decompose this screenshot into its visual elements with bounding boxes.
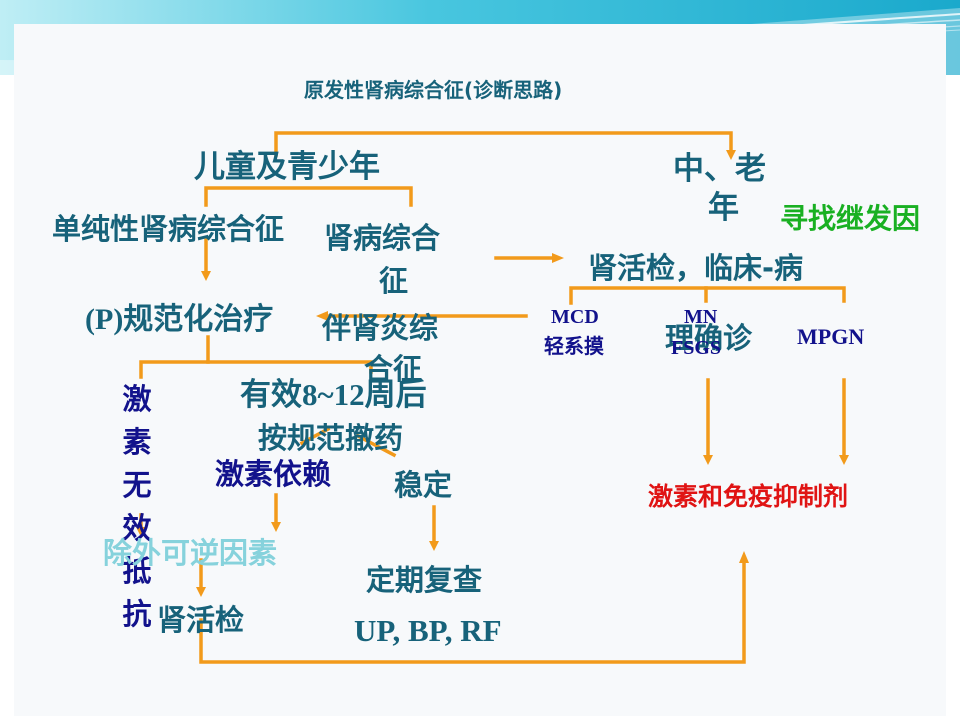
node-find-secondary: 寻找继发因 [780, 202, 921, 235]
steroid-resistant-char: 素 [122, 425, 152, 459]
node-pure-ns: 单纯性肾病综合征 [52, 212, 285, 246]
node-steroid-immunosuppressant: 激素和免疫抑制剂 [648, 482, 849, 511]
node-children-teens: 儿童及青少年 [194, 149, 380, 185]
node-mcd-sub: 轻系摸 [544, 334, 604, 358]
diagram-title: 原发性肾病综合征(诊断思路) [304, 78, 563, 102]
node-mpgn: MPGN [797, 324, 865, 349]
steroid-resistant-char: 激 [122, 382, 152, 416]
steroid-resistant-char: 效 [122, 511, 152, 545]
node-p-standard: (P)规范化治疗 [85, 303, 274, 336]
node-stable: 稳定 [394, 468, 453, 502]
steroid-resistant-char: 抵 [122, 554, 152, 588]
node-ns-nephritis-4: 合征 [364, 352, 423, 386]
steroid-resistant-char: 抗 [122, 597, 152, 631]
node-kidney-biopsy: 肾活检 [157, 603, 245, 637]
node-ns-nephritis-1: 肾病综合 [324, 221, 441, 255]
node-exclude-reversible: 除外可逆因素 [103, 536, 278, 570]
node-ns-nephritis-3: 伴肾炎综 [322, 311, 439, 345]
node-steroid-resistant: 激 素 无 效 抵 抗 [117, 383, 157, 641]
node-regular-review: 定期复查 [366, 563, 483, 597]
node-middle-old-line2: 年 [708, 190, 739, 226]
node-effective-1: 有效8~12周后 [240, 377, 427, 412]
node-middle-old-line1: 中、老 [673, 151, 766, 187]
node-fsgs: FSGS [671, 337, 722, 359]
node-effective-2: 按规范撤药 [258, 421, 404, 455]
node-mcd: MCD [551, 306, 599, 328]
node-biopsy-1: 肾活检，临床-病 [588, 251, 804, 285]
content-panel [14, 24, 946, 716]
node-biopsy-2: 理确诊 [665, 321, 753, 355]
steroid-resistant-char: 无 [122, 468, 152, 502]
node-mn: MN [684, 306, 718, 328]
node-ns-nephritis-2: 征 [379, 264, 409, 298]
node-review-items: UP, BP, RF [354, 613, 502, 648]
node-steroid-dependent: 激素依赖 [215, 457, 332, 491]
